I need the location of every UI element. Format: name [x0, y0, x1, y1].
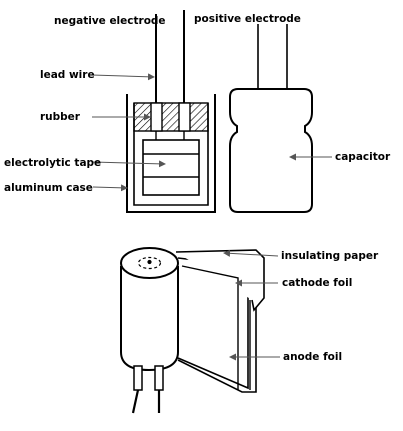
- aluminum-case-outer: [126, 94, 216, 213]
- lead-tab-left: [150, 102, 163, 132]
- roll-tab-right: [154, 365, 164, 391]
- arrow-aluminum-case: [92, 184, 128, 192]
- capacitor-body: [229, 88, 313, 213]
- roll-tab-left: [133, 365, 143, 391]
- lead-tab-right: [178, 102, 191, 132]
- label-capacitor: capacitor: [335, 151, 391, 163]
- label-negative-electrode: negative electrode: [54, 15, 166, 27]
- arrow-electrolytic-tape: [92, 160, 166, 168]
- label-lead-wire: lead wire: [40, 69, 95, 81]
- callout-arrows: [91, 73, 332, 361]
- label-rubber: rubber: [40, 111, 80, 123]
- winding-element: [142, 139, 200, 196]
- arrow-lead-wire: [91, 73, 155, 81]
- arrow-insulating-paper: [223, 249, 279, 257]
- capacitor-outline: [229, 24, 313, 213]
- label-anode-foil: anode foil: [283, 351, 343, 363]
- insulating-paper-sheet: [175, 249, 265, 312]
- label-cathode-foil: cathode foil: [282, 277, 353, 289]
- label-aluminum-case: aluminum case: [4, 182, 93, 194]
- roll-lead-left: [131, 389, 140, 414]
- winding-illustration: [120, 247, 265, 414]
- label-positive-electrode: positive electrode: [194, 13, 301, 25]
- roll-body: [120, 266, 179, 372]
- cross-section: [126, 10, 216, 213]
- aluminum-case-inner: [133, 103, 209, 206]
- label-electrolytic-tape: electrolytic tape: [4, 157, 102, 169]
- label-insulating-paper: insulating paper: [281, 250, 379, 262]
